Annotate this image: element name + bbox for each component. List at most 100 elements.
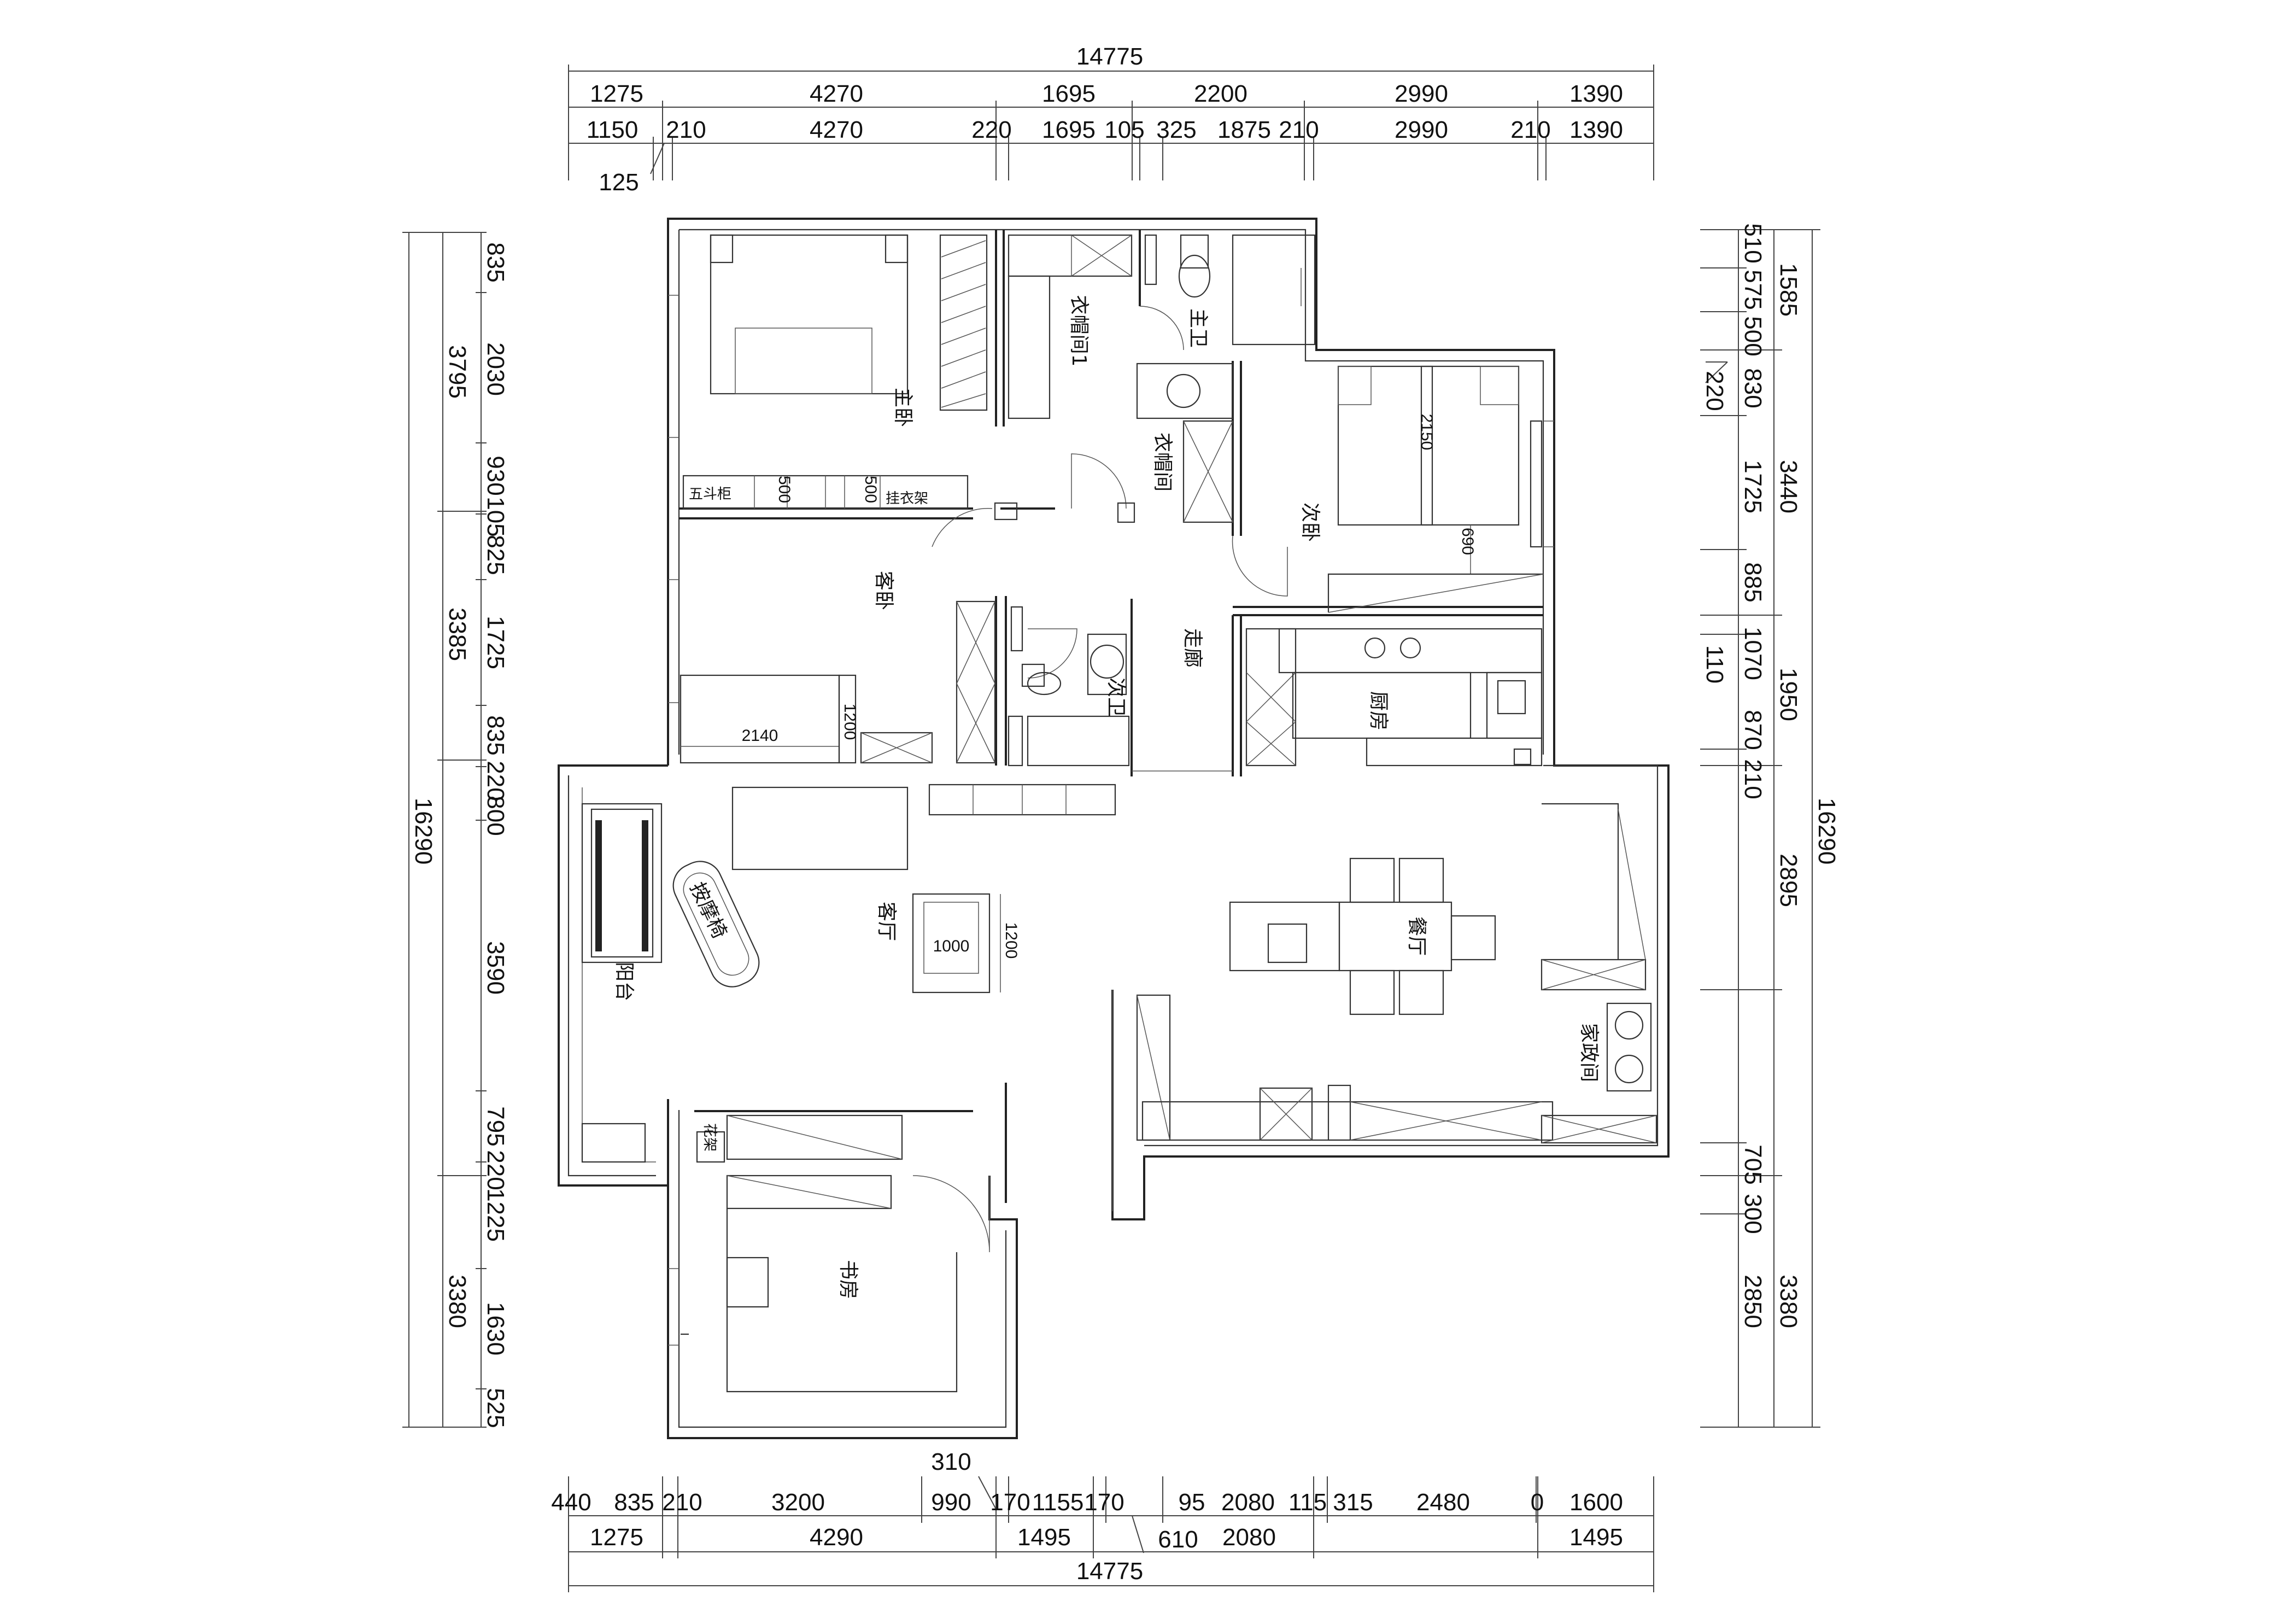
right-r2-6: 1070 <box>1739 627 1766 680</box>
left-r2-1: 2030 <box>482 342 509 396</box>
second-bedroom-furniture <box>1327 365 1544 613</box>
right-r2-5: 885 <box>1739 562 1766 602</box>
right-r1-2: 1950 <box>1775 668 1802 721</box>
left-r2-4: 825 <box>482 535 509 575</box>
bed-2140-label: 2140 <box>742 727 778 745</box>
living-room-furniture <box>581 784 1116 1163</box>
top-r2-8: 210 <box>1279 116 1319 143</box>
top-r2-9: 2990 <box>1395 116 1448 143</box>
study-furniture <box>681 1114 958 1393</box>
balcony-label: 阳台 <box>613 962 635 1001</box>
left-r2-6: 835 <box>482 715 509 755</box>
study-label: 书房 <box>837 1260 859 1299</box>
top-r1-1: 4270 <box>810 80 863 107</box>
kitchen-label: 厨房 <box>1367 691 1390 731</box>
right-r2-4: 1725 <box>1739 460 1766 513</box>
top-r1-5: 1390 <box>1569 80 1623 107</box>
living-room-label: 客厅 <box>875 902 898 941</box>
bot-r2-3: 610 <box>1158 1526 1198 1553</box>
wardrobe-2-label: 衣帽间 <box>1151 433 1174 492</box>
bot-r1-5: 170 <box>990 1489 1030 1516</box>
right-r2-3: 830 <box>1739 368 1766 408</box>
cab-500a-label: 500 <box>775 476 793 503</box>
bed-1200-label: 1200 <box>841 704 859 740</box>
top-r1-4: 2990 <box>1395 80 1448 107</box>
left-r2-13: 1630 <box>482 1302 509 1356</box>
right-r2-8: 210 <box>1739 759 1766 799</box>
left-r1-2: 3380 <box>444 1275 471 1328</box>
bot-r1-11: 315 <box>1333 1489 1373 1516</box>
bot-r1-10: 115 <box>1288 1489 1327 1516</box>
bottom-note: 310 <box>931 1448 971 1475</box>
right-r2-9: 705 <box>1739 1144 1766 1184</box>
right-dimensions: 16290 1585 3440 1950 2895 3380 510 575 5… <box>1700 223 1840 1428</box>
bot-r2-0: 1275 <box>590 1524 643 1551</box>
bot-r1-0: 440 <box>551 1489 591 1516</box>
bed-2150-label: 2150 <box>1418 414 1436 451</box>
bed-690-label: 690 <box>1459 528 1477 555</box>
bottom-dimensions: 310 440 835 210 3200 990 170 1155 170 95… <box>551 1448 1654 1592</box>
top-r2-10: 210 <box>1510 116 1550 143</box>
right-r2-10: 300 <box>1739 1194 1766 1234</box>
right-total: 16290 <box>1813 798 1840 864</box>
wardrobe-1-fixtures <box>1008 234 1316 419</box>
top-r2-1: 210 <box>666 116 706 143</box>
left-r2-9: 3590 <box>482 941 509 995</box>
master-bath-label: 主卫 <box>1187 308 1209 348</box>
bottom-total: 14775 <box>1076 1558 1143 1585</box>
right-r2-7: 870 <box>1739 710 1766 750</box>
top-r2-0: 1150 <box>587 116 639 143</box>
bot-r2-4: 2080 <box>1222 1524 1276 1551</box>
top-r2-7: 1875 <box>1217 116 1271 143</box>
hanger-label: 挂衣架 <box>886 490 928 507</box>
right-r1-4: 3380 <box>1775 1275 1802 1328</box>
top-r2-2: 4270 <box>810 116 863 143</box>
kitchen-fixtures <box>1245 628 1543 767</box>
top-r2-5: 105 <box>1104 116 1144 143</box>
window-marks <box>668 295 1554 1346</box>
left-total: 16290 <box>410 798 437 864</box>
bot-r1-4: 990 <box>931 1489 971 1516</box>
top-r2-4: 1695 <box>1042 116 1096 143</box>
left-r1-0: 3795 <box>444 345 471 399</box>
top-note: 125 <box>599 169 639 196</box>
wardrobe-2-fixtures <box>1117 363 1234 523</box>
doors <box>912 306 1288 1253</box>
dining-room-furniture <box>1136 803 1647 1141</box>
left-dimensions: 16290 3795 3385 3380 835 2030 930 105 82… <box>402 232 509 1428</box>
utility-room-fixtures <box>1541 1002 1657 1144</box>
guest-bedroom-furniture <box>680 600 996 764</box>
left-r2-14: 525 <box>482 1388 509 1428</box>
master-bedroom-furniture <box>682 234 1018 521</box>
top-r1-0: 1275 <box>590 80 643 107</box>
second-bath-label: 次卫 <box>1105 677 1127 717</box>
left-r2-11: 220 <box>482 1150 509 1190</box>
flower-rack-label: 花架 <box>701 1123 718 1152</box>
right-note-0: 220 <box>1701 371 1728 411</box>
right-note-1: 110 <box>1701 645 1728 684</box>
left-r2-8: 800 <box>482 796 509 836</box>
bot-r1-7: 170 <box>1084 1489 1124 1516</box>
bot-r1-6: 1155 <box>1032 1489 1084 1516</box>
left-r2-12: 1225 <box>482 1188 509 1242</box>
bot-r1-12: 2480 <box>1416 1489 1470 1516</box>
corridor-label: 走廊 <box>1181 628 1204 668</box>
bot-r2-5: 1495 <box>1569 1524 1623 1551</box>
cab-500b-label: 500 <box>862 476 880 503</box>
bot-r2-1: 4290 <box>810 1524 863 1551</box>
right-r2-0: 510 <box>1739 223 1766 263</box>
bot-r1-1: 835 <box>614 1489 654 1516</box>
table-1000-label: 1000 <box>933 937 970 955</box>
top-r1-2: 1695 <box>1042 80 1096 107</box>
second-bath-fixtures <box>1008 606 1130 767</box>
wardrobe-1-label: 衣帽间1 <box>1068 295 1090 367</box>
bot-r1-3: 3200 <box>771 1489 825 1516</box>
left-r2-7: 220 <box>482 761 509 801</box>
top-total: 14775 <box>1076 43 1143 70</box>
master-bedroom-label: 主卧 <box>892 388 914 427</box>
top-r2-11: 1390 <box>1569 116 1623 143</box>
left-r1-1: 3385 <box>444 607 471 661</box>
bot-r2-2: 1495 <box>1017 1524 1071 1551</box>
left-r2-5: 1725 <box>482 616 509 669</box>
top-dimensions: 14775 1275 4270 1695 2200 2990 1390 1150… <box>568 43 1654 196</box>
